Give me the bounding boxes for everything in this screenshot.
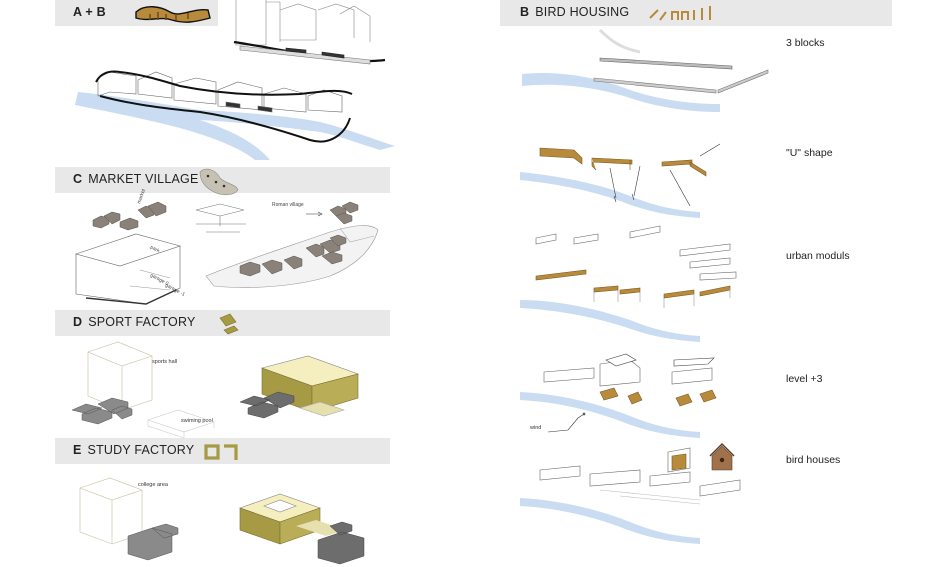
bird-step3-drawing bbox=[520, 225, 737, 342]
section-b-title: BIRD HOUSING bbox=[535, 5, 630, 19]
bird-step-2: "U" shape bbox=[786, 147, 833, 159]
market-left-perspective: park garage 0 garage -1 bbox=[74, 233, 186, 305]
sports-hall-label: sports hall bbox=[152, 359, 178, 365]
section-d-label: D SPORT FACTORY bbox=[73, 315, 196, 329]
market-schematic: Roman village bbox=[195, 202, 323, 233]
svg-text:market: market bbox=[136, 188, 147, 205]
svg-text:park: park bbox=[149, 244, 161, 254]
bird-step-4: level +3 bbox=[786, 373, 823, 385]
section-b-letter: B bbox=[520, 5, 530, 19]
ab-main-buildings bbox=[95, 70, 353, 143]
bird-step5-drawing bbox=[520, 442, 741, 544]
bird-step-3: urban moduls bbox=[786, 250, 850, 262]
bird-step4-drawing bbox=[520, 353, 717, 438]
bird-step1-drawing bbox=[522, 28, 769, 112]
section-d-letter: D bbox=[73, 315, 83, 329]
section-b-label: B BIRD HOUSING bbox=[520, 5, 629, 19]
svg-text:Roman village: Roman village bbox=[272, 202, 304, 208]
section-band-b: B BIRD HOUSING bbox=[500, 0, 892, 26]
sport-right-perspective bbox=[239, 355, 360, 419]
section-band-d: D SPORT FACTORY bbox=[55, 310, 390, 336]
bird-step-5: bird houses bbox=[786, 454, 841, 466]
section-ab-letter: A + B bbox=[73, 5, 106, 19]
section-d-title: SPORT FACTORY bbox=[88, 315, 196, 329]
svg-text:garage -1: garage -1 bbox=[164, 282, 186, 297]
study-left-perspective bbox=[79, 477, 143, 545]
sport-logo-icon bbox=[219, 313, 239, 335]
birdhouse-icon bbox=[709, 442, 735, 471]
ab-river bbox=[75, 92, 395, 160]
section-c-letter: C bbox=[73, 172, 83, 186]
swimming-pool-label: swiming pool bbox=[181, 418, 213, 424]
bird-step-1: 3 blocks bbox=[786, 37, 825, 49]
section-e-letter: E bbox=[73, 443, 82, 457]
section-band-e: E STUDY FACTORY bbox=[55, 438, 390, 464]
ab-logo-icon bbox=[135, 6, 211, 23]
section-c-title: MARKET VILLAGE bbox=[88, 172, 199, 186]
ab-top-buildings bbox=[233, 0, 386, 65]
market-rocks-1 bbox=[92, 201, 167, 231]
study-right-perspective bbox=[239, 493, 365, 565]
bird-step2-drawing bbox=[520, 143, 721, 218]
bird-logo-icon bbox=[649, 6, 711, 21]
section-c-label: C MARKET VILLAGE bbox=[73, 172, 198, 186]
sport-left-perspective bbox=[87, 341, 215, 439]
section-e-label: E STUDY FACTORY bbox=[73, 443, 194, 457]
section-ab-label: A + B bbox=[73, 5, 112, 19]
study-logo-icon bbox=[204, 444, 238, 460]
college-area-label: college area bbox=[138, 482, 168, 488]
market-right-site bbox=[205, 225, 379, 288]
wind-label: wind bbox=[530, 425, 542, 431]
market-logo-icon bbox=[199, 168, 239, 196]
section-e-title: STUDY FACTORY bbox=[87, 443, 195, 457]
